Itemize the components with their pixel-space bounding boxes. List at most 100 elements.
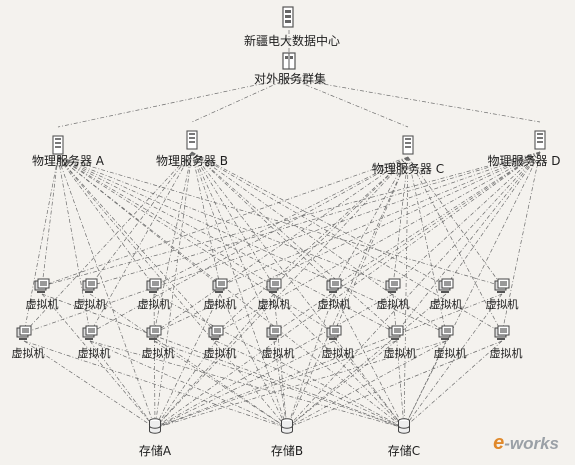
vm-label: 虚拟机 bbox=[25, 298, 59, 311]
link-server-vm bbox=[191, 151, 275, 287]
link-server-storage bbox=[57, 156, 288, 429]
link-server-vm bbox=[57, 156, 91, 334]
link-server-vm bbox=[41, 151, 541, 287]
link-vm-storage bbox=[286, 340, 397, 429]
datacenter-label: 新疆电大数据中心 bbox=[243, 34, 341, 48]
server-icon bbox=[52, 135, 64, 155]
link-vm-storage bbox=[41, 293, 405, 429]
link-server-storage bbox=[191, 151, 405, 429]
link-server-vm bbox=[215, 156, 409, 334]
link-server-vm bbox=[407, 156, 503, 334]
link-server-vm bbox=[41, 156, 59, 287]
link-server-vm bbox=[219, 151, 541, 287]
vm-label: 虚拟机 bbox=[73, 298, 107, 311]
link-server-vm bbox=[57, 156, 275, 287]
link-vm-storage bbox=[215, 340, 405, 429]
link-vm-storage bbox=[154, 340, 335, 429]
link-vm-storage bbox=[333, 293, 405, 429]
link-server-vm bbox=[395, 151, 541, 334]
virtual-machine-icon bbox=[494, 325, 510, 340]
link-server-vm bbox=[191, 151, 447, 287]
link-server-storage bbox=[286, 151, 541, 429]
link-server-storage bbox=[154, 151, 193, 429]
link-vm-storage bbox=[89, 340, 405, 429]
link-vm-storage bbox=[403, 340, 503, 429]
link-server-vm bbox=[501, 151, 541, 334]
watermark-e: e bbox=[493, 432, 505, 454]
vm-label: 虚拟机 bbox=[77, 347, 111, 360]
link-server-vm bbox=[57, 156, 221, 287]
link-server-vm bbox=[191, 151, 221, 287]
link-vm-storage bbox=[333, 340, 405, 429]
link-vm-storage bbox=[153, 340, 288, 429]
virtual-machine-icon bbox=[212, 278, 228, 293]
watermark-text: -works bbox=[504, 434, 559, 453]
server-label: 物理服务器 D bbox=[487, 154, 561, 168]
link-vm-storage bbox=[273, 340, 288, 429]
link-server-vm bbox=[57, 156, 394, 287]
server-label: 物理服务器 A bbox=[31, 154, 105, 168]
link-server-vm bbox=[445, 151, 541, 287]
link-vm-storage bbox=[286, 293, 447, 429]
link-server-storage bbox=[154, 156, 409, 429]
server-icon bbox=[534, 130, 546, 150]
storage-label: 存储B bbox=[270, 444, 304, 458]
link-vm-storage bbox=[392, 293, 405, 429]
server-label: 物理服务器 C bbox=[371, 162, 445, 176]
link-vm-storage bbox=[153, 293, 156, 429]
datacenter-icon bbox=[282, 6, 294, 28]
virtual-machine-icon bbox=[438, 325, 454, 340]
virtual-machine-icon bbox=[385, 278, 401, 293]
vm-label: 虚拟机 bbox=[376, 298, 410, 311]
link-vm-storage bbox=[154, 293, 503, 429]
link-server-vm bbox=[191, 151, 335, 287]
link-server-vm bbox=[333, 151, 541, 287]
link-vm-storage bbox=[23, 340, 288, 429]
link-server-vm bbox=[191, 151, 275, 334]
vm-label: 虚拟机 bbox=[141, 347, 175, 360]
virtual-machine-icon bbox=[34, 278, 50, 293]
link-server-vm bbox=[89, 156, 409, 334]
virtual-machine-icon bbox=[266, 325, 282, 340]
watermark-logo: e-works bbox=[493, 432, 559, 455]
virtual-machine-icon bbox=[266, 278, 282, 293]
virtual-machine-icon bbox=[388, 325, 404, 340]
link-vm-storage bbox=[23, 340, 156, 429]
link-server-vm bbox=[392, 156, 409, 287]
link-vm-storage bbox=[403, 293, 503, 429]
virtual-machine-icon bbox=[146, 325, 162, 340]
link-server-vm bbox=[57, 156, 447, 334]
virtual-machine-icon bbox=[82, 278, 98, 293]
vm-label: 虚拟机 bbox=[11, 347, 45, 360]
link-server-vm bbox=[23, 151, 541, 334]
vm-label: 虚拟机 bbox=[383, 347, 417, 360]
link-vm-storage bbox=[154, 293, 221, 429]
link-server-vm bbox=[333, 156, 409, 334]
link-server-vm bbox=[23, 156, 59, 334]
storage-icon bbox=[281, 418, 293, 434]
link-server-vm bbox=[89, 151, 193, 287]
link-vm-storage bbox=[286, 340, 447, 429]
link-cluster-server bbox=[288, 77, 541, 123]
cluster-icon bbox=[282, 52, 296, 70]
link-server-vm bbox=[407, 156, 447, 334]
vm-label: 虚拟机 bbox=[261, 347, 295, 360]
link-vm-storage bbox=[219, 293, 288, 429]
link-server-storage bbox=[57, 156, 405, 429]
link-vm-storage bbox=[286, 340, 503, 429]
link-vm-storage bbox=[153, 340, 405, 429]
link-server-storage bbox=[403, 151, 541, 429]
link-server-vm bbox=[57, 156, 217, 334]
vm-label: 虚拟机 bbox=[429, 298, 463, 311]
server-icon bbox=[402, 135, 414, 155]
server-icon bbox=[186, 130, 198, 150]
virtual-machine-icon bbox=[438, 278, 454, 293]
link-server-vm bbox=[57, 156, 155, 287]
link-server-vm bbox=[89, 151, 541, 287]
virtual-machine-icon bbox=[208, 325, 224, 340]
link-vm-storage bbox=[154, 340, 397, 429]
link-server-storage bbox=[403, 156, 409, 429]
link-server-storage bbox=[57, 156, 156, 429]
link-server-vm bbox=[153, 151, 541, 334]
